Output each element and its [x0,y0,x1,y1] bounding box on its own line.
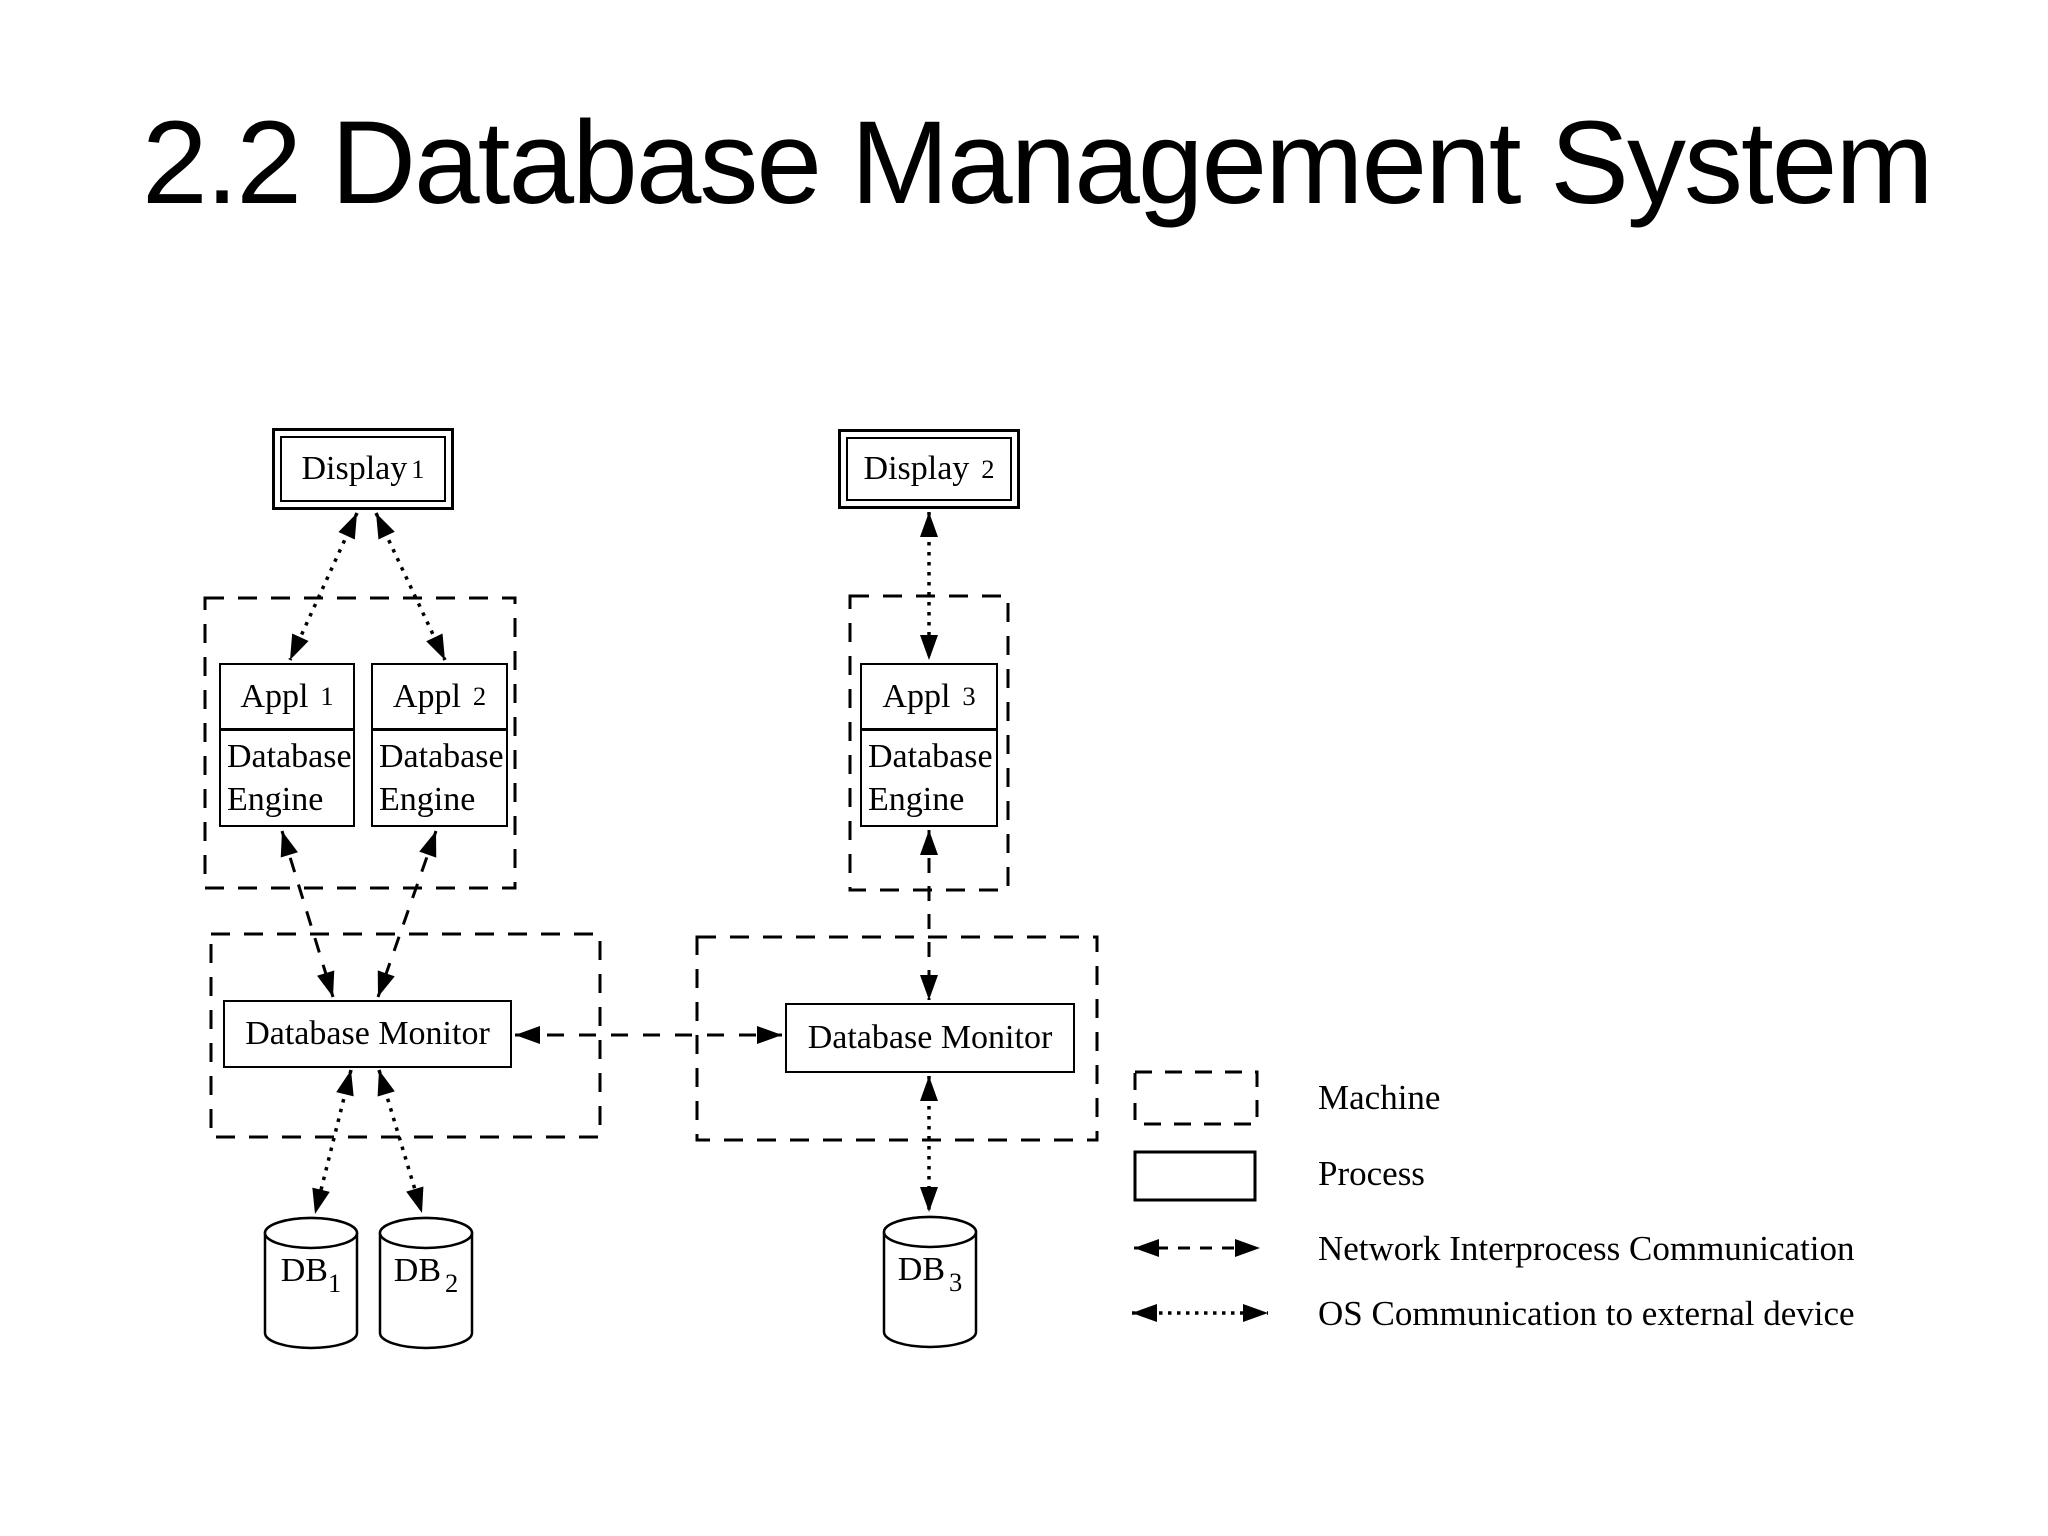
slide-title: 2.2 Database Management System [142,97,1934,229]
appl3-title: Appl 3 [862,665,996,731]
legend-label-machine: Machine [1318,1078,1441,1117]
ipc-engine2-monitor1 [376,830,438,998]
os-comm-display1-appl1 [288,512,359,661]
appl3-label: Appl [882,677,951,715]
database-monitor2-label: Database Monitor [807,1019,1053,1056]
db1-label-group: DB1 [263,1252,359,1299]
appl3-sub: 3 [962,681,976,711]
legend-label-process: Process [1318,1154,1425,1193]
legend-machine-swatch [1133,1070,1259,1126]
db3-label: DB [897,1251,945,1288]
display1-label: Display [301,450,408,487]
appl1-label: Appl [240,677,309,715]
database-monitor1-process-box: Database Monitor [223,1000,512,1068]
display2-screen: Display 2 [846,437,1012,501]
appl2-process-box: Appl 2 Database Engine [371,663,508,827]
legend-label-network-ipc: Network Interprocess Communication [1318,1229,1855,1268]
appl1-sub: 1 [320,681,334,711]
appl1-process-box: Appl 1 Database Engine [219,663,355,827]
appl3-database-engine: Database Engine [868,738,993,818]
os-comm-monitor1-db2 [377,1069,424,1214]
os-comm-display1-appl2 [374,512,447,661]
display2-device: Display 2 [838,429,1020,509]
database-monitor2-process-box: Database Monitor [785,1003,1075,1073]
appl1-database-engine: Database Engine [227,738,352,818]
appl2-title: Appl 2 [373,665,506,731]
db1-cylinder: DB1 [263,1216,359,1350]
appl3-process-box: Appl 3 Database Engine [860,663,998,827]
display2-sub: 2 [981,453,995,484]
display2-label: Display [863,450,970,487]
db2-sub: 2 [444,1268,459,1299]
db3-cylinder-shape [882,1215,978,1349]
appl1-title: Appl 1 [221,665,353,731]
db2-cylinder-shape [378,1216,474,1350]
ipc-engine1-monitor1 [280,830,335,998]
os-comm-monitor1-db1 [312,1069,354,1215]
db2-label: DB [393,1252,441,1289]
display1-sub: 1 [411,453,425,484]
db1-sub: 1 [327,1268,342,1299]
appl2-label: Appl [392,677,461,715]
appl2-sub: 2 [472,681,487,711]
legend-process-swatch [1133,1150,1257,1202]
db3-sub: 3 [948,1267,963,1298]
db1-label: DB [280,1252,328,1289]
legend-label-os-communication: OS Communication to external device [1318,1294,1855,1333]
db1-cylinder-shape [263,1216,359,1350]
database-monitor1-label: Database Monitor [245,1015,490,1052]
appl2-database-engine: Database Engine [379,738,504,818]
